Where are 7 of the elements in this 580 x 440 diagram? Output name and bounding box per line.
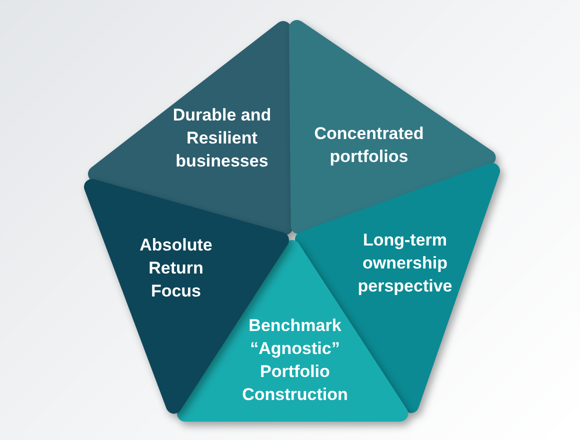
pentagon-segment: [289, 20, 496, 234]
segment-label: Long-term ownership perspective: [356, 229, 454, 298]
segment-label: Durable and Resilient businesses: [172, 104, 272, 172]
pentagon-segment: [88, 20, 293, 235]
segment-label: Benchmark “Agnostic” Portfolio Construction: [241, 314, 349, 406]
segment-label: Concentrated portfolios: [313, 122, 425, 168]
segment-label: Absolute Return Focus: [138, 234, 214, 302]
